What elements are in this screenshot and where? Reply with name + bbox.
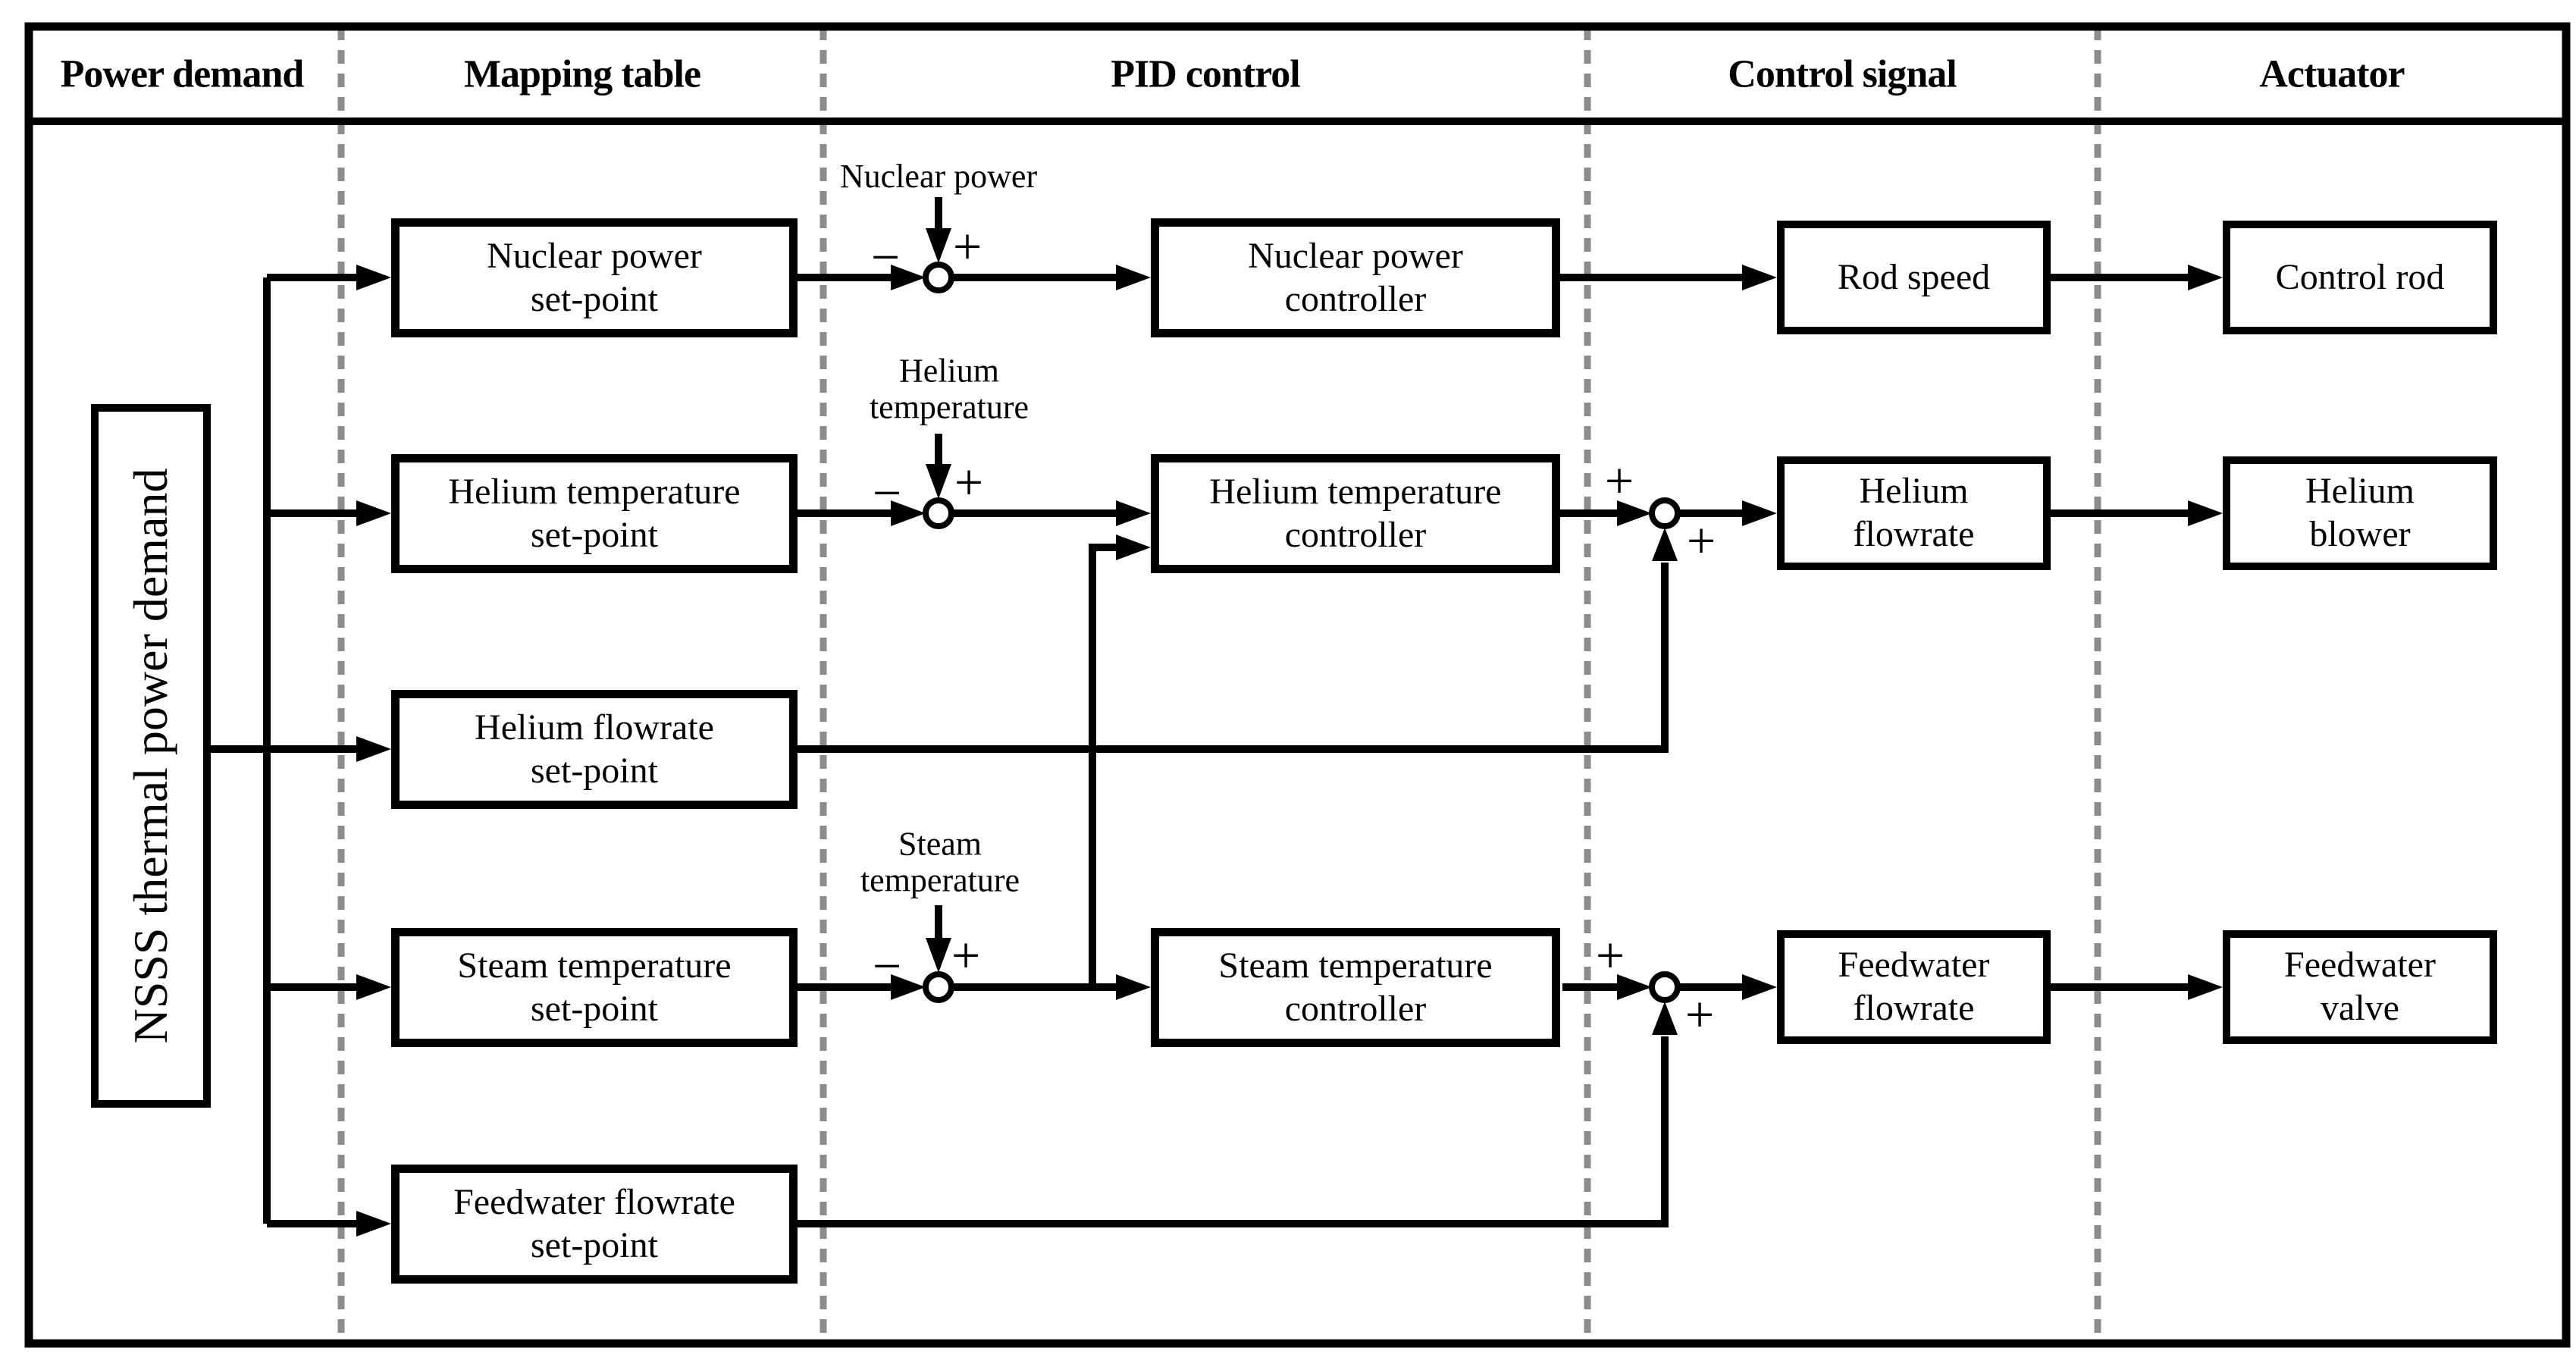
arrowhead xyxy=(2188,265,2223,290)
helium-blower-box: Helium blower xyxy=(2223,456,2497,570)
arrowhead xyxy=(356,736,391,762)
arrowhead xyxy=(356,1211,391,1237)
arrowhead xyxy=(1617,500,1652,526)
control-rod-box: Control rod xyxy=(2223,221,2497,334)
arrowhead xyxy=(356,500,391,526)
plus-sign-feedwater-sum-bottom: + xyxy=(1684,986,1715,1043)
arrowhead xyxy=(1742,500,1777,526)
helium-temperature-feedback-label: Helium temperature xyxy=(869,352,1029,426)
arrowhead xyxy=(1116,974,1151,1000)
nuclear-power-feedback-label: Nuclear power xyxy=(839,157,1038,195)
nuclear-power-controller-box: Nuclear power controller xyxy=(1151,218,1560,337)
feedwater-flowrate-feedforward-line xyxy=(798,1036,1669,1227)
plus-sign-helium-sum-top: + xyxy=(1604,452,1634,509)
column-header-mapping-table: Mapping table xyxy=(463,52,701,96)
sum-junction-feedwater xyxy=(1649,971,1681,1003)
nsss-thermal-power-demand-box xyxy=(91,404,211,1108)
arrowhead xyxy=(1742,974,1777,1000)
column-header-actuator: Actuator xyxy=(2259,52,2405,96)
arrowhead xyxy=(356,974,391,1000)
sum-junctions xyxy=(923,262,1681,1003)
column-header-power-demand: Power demand xyxy=(60,52,305,96)
helium-flowrate-setpoint-box: Helium flowrate set-point xyxy=(391,690,798,809)
arrowhead xyxy=(1116,500,1151,526)
flow-lines xyxy=(210,197,2189,1227)
column-dividers xyxy=(337,27,2101,1343)
feedwater-valve-box: Feedwater valve xyxy=(2223,930,2497,1044)
plus-sign-helium-junction: + xyxy=(954,453,984,511)
frame xyxy=(24,22,2571,1348)
nsss-thermal-power-demand-label: NSSS thermal power demand xyxy=(124,468,177,1044)
plus-sign-steam-junction: + xyxy=(951,926,981,984)
feedwater-flowrate-setpoint-box: Feedwater flowrate set-point xyxy=(391,1165,798,1284)
helium-flowrate-feedforward-line xyxy=(798,563,1669,753)
error-junction-helium xyxy=(923,497,954,529)
plus-sign-nuclear-junction: + xyxy=(952,218,982,275)
feedwater-flowrate-box: Feedwater flowrate xyxy=(1777,930,2051,1044)
minus-sign-nuclear-junction: − xyxy=(870,228,901,286)
helium-temperature-controller-box: Helium temperature controller xyxy=(1151,454,1560,573)
arrowhead xyxy=(1116,535,1151,560)
arrowhead xyxy=(926,464,951,499)
minus-sign-steam-junction: − xyxy=(872,937,902,995)
column-header-pid-control: PID control xyxy=(1111,52,1300,96)
arrowhead xyxy=(926,938,951,973)
steam-temperature-feedback-label: Steam temperature xyxy=(860,825,1020,899)
nuclear-power-setpoint-box: Nuclear power set-point xyxy=(391,218,798,337)
minus-sign-helium-junction: − xyxy=(872,464,902,522)
outer-border xyxy=(24,22,2571,1348)
arrowhead xyxy=(926,228,951,263)
arrowhead xyxy=(891,265,926,290)
error-junction-steam xyxy=(923,971,954,1003)
steam-temperature-controller-box: Steam temperature controller xyxy=(1151,928,1560,1047)
arrowhead xyxy=(1742,265,1777,290)
arrowhead xyxy=(1617,974,1652,1000)
arrowhead xyxy=(2188,500,2223,526)
error-junction-nuclear xyxy=(923,262,954,293)
arrowhead xyxy=(1652,528,1678,561)
steam-error-branch-line xyxy=(1089,544,1119,987)
plus-sign-helium-sum-bottom: + xyxy=(1686,512,1716,569)
helium-temperature-setpoint-box: Helium temperature set-point xyxy=(391,454,798,573)
arrowhead xyxy=(891,974,926,1000)
arrowhead xyxy=(1652,1002,1678,1035)
arrowheads xyxy=(356,228,2223,1237)
helium-flowrate-box: Helium flowrate xyxy=(1777,456,2051,570)
plus-sign-feedwater-sum-top: + xyxy=(1595,926,1625,984)
column-header-control-signal: Control signal xyxy=(1728,52,1957,96)
rod-speed-box: Rod speed xyxy=(1777,221,2051,334)
arrowhead xyxy=(1116,265,1151,290)
arrowhead xyxy=(2188,974,2223,1000)
arrowhead xyxy=(356,265,391,290)
steam-temperature-setpoint-box: Steam temperature set-point xyxy=(391,928,798,1047)
sum-junction-helium xyxy=(1649,497,1681,529)
arrowhead xyxy=(891,500,926,526)
